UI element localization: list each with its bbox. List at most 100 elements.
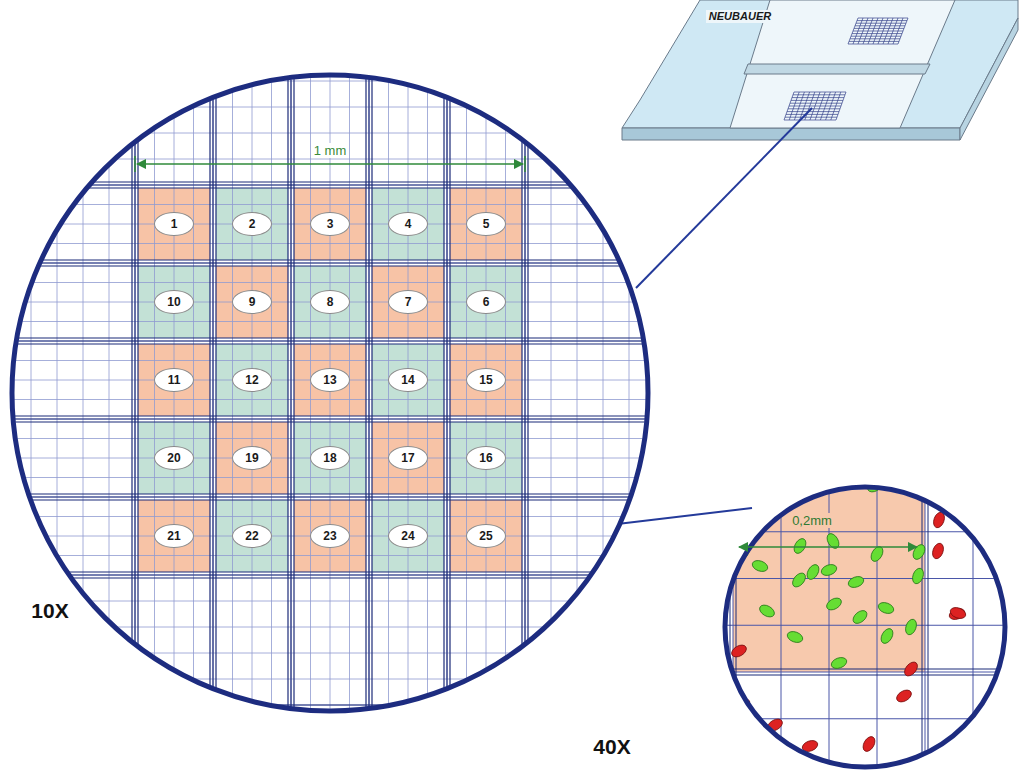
fine-line — [486, 40, 487, 760]
square-number: 9 — [232, 290, 272, 314]
fine-line — [0, 536, 700, 537]
uncounted-cell — [730, 643, 749, 660]
fine-line — [629, 40, 630, 760]
counted-cell — [877, 601, 895, 616]
number-text: 11 — [168, 374, 181, 386]
square-number: 1 — [154, 212, 194, 236]
magnification-label: 10X — [28, 599, 71, 622]
fine-line — [0, 477, 700, 478]
square-number: 13 — [310, 368, 350, 392]
triple-line — [137, 40, 138, 760]
square-number: 7 — [388, 290, 428, 314]
triple-line — [0, 187, 700, 188]
fine-line — [252, 40, 253, 760]
fine-line — [0, 360, 700, 361]
fine-line — [0, 133, 700, 134]
dimension-label: 0,2mm — [789, 513, 835, 528]
slide-grid-line — [853, 31, 903, 32]
square-number: 18 — [310, 446, 350, 470]
fine-line — [0, 627, 700, 628]
number-text: 2 — [249, 218, 256, 230]
neubauer-slide — [622, 0, 1018, 140]
fine-line — [57, 40, 58, 760]
grid-line — [877, 470, 878, 770]
triple-line — [0, 262, 700, 263]
fine-line — [0, 575, 700, 576]
slide-grid-line — [893, 18, 903, 44]
triple-line — [0, 265, 700, 266]
slide-grid-line — [784, 120, 836, 121]
fine-line — [0, 204, 700, 205]
triple-line — [730, 470, 731, 770]
triple-line — [0, 54, 700, 55]
fine-line — [408, 40, 409, 760]
grid-lines — [0, 40, 700, 760]
number-text: 19 — [245, 452, 258, 464]
counted-cell — [787, 482, 805, 497]
square-number: 15 — [466, 368, 506, 392]
triple-line — [0, 493, 700, 494]
slide-grid-line — [836, 92, 846, 120]
triple-line — [928, 470, 929, 770]
uncounted-cell — [931, 542, 946, 560]
triple-line — [0, 499, 700, 500]
fine-line — [551, 40, 552, 760]
uncounted-cell — [726, 537, 743, 556]
counted-cell — [758, 603, 777, 620]
triple-line — [290, 40, 291, 760]
triple-line — [521, 40, 522, 760]
triple-line — [0, 343, 700, 344]
fine-line — [0, 55, 700, 56]
number-text: 7 — [405, 296, 412, 308]
fine-line — [0, 321, 700, 322]
fine-line — [0, 555, 700, 556]
triple-line — [0, 496, 700, 497]
fine-line — [447, 40, 448, 760]
counted-cell — [847, 575, 865, 590]
square-number: 6 — [466, 290, 506, 314]
number-text: 15 — [479, 374, 492, 386]
triple-line — [736, 470, 737, 770]
grid-line — [715, 438, 1015, 439]
triple-line — [0, 259, 700, 260]
counted-cell — [786, 630, 804, 645]
uncounted-cell — [948, 607, 966, 622]
fine-line — [427, 40, 428, 760]
square-number: 2 — [232, 212, 272, 236]
number-text: 17 — [401, 452, 414, 464]
number-text: 14 — [401, 374, 414, 386]
triple-line — [212, 40, 213, 760]
counted-cell — [851, 608, 870, 626]
dimension-arrow — [137, 163, 523, 165]
counted-cell — [830, 656, 848, 671]
slide-grid-line — [898, 18, 908, 44]
magnification-label: 40X — [590, 735, 633, 758]
fine-line — [0, 185, 700, 186]
fine-line — [0, 601, 700, 602]
triple-line — [0, 418, 700, 419]
fine-line — [0, 159, 700, 160]
square-number: 22 — [232, 524, 272, 548]
slide-grid-line — [883, 18, 893, 44]
fine-line — [0, 705, 700, 706]
grid-line — [733, 470, 734, 770]
triple-line — [371, 40, 372, 760]
fine-line — [525, 40, 526, 760]
triple-line — [215, 40, 216, 760]
square-number: 3 — [310, 212, 350, 236]
number-text: 16 — [479, 452, 492, 464]
slide-grid-line — [820, 92, 830, 120]
triple-line — [0, 337, 700, 338]
triple-line — [715, 669, 1015, 670]
slide-grid-line — [785, 117, 837, 118]
counted-cell — [879, 627, 896, 646]
fine-line — [213, 40, 214, 760]
number-text: 21 — [167, 530, 180, 542]
slide-grid-line — [848, 44, 898, 45]
counted-cell — [792, 537, 809, 556]
square-number: 20 — [154, 446, 194, 470]
square-number: 19 — [232, 446, 272, 470]
uncounted-cell — [864, 457, 883, 475]
number-text: 23 — [323, 530, 336, 542]
